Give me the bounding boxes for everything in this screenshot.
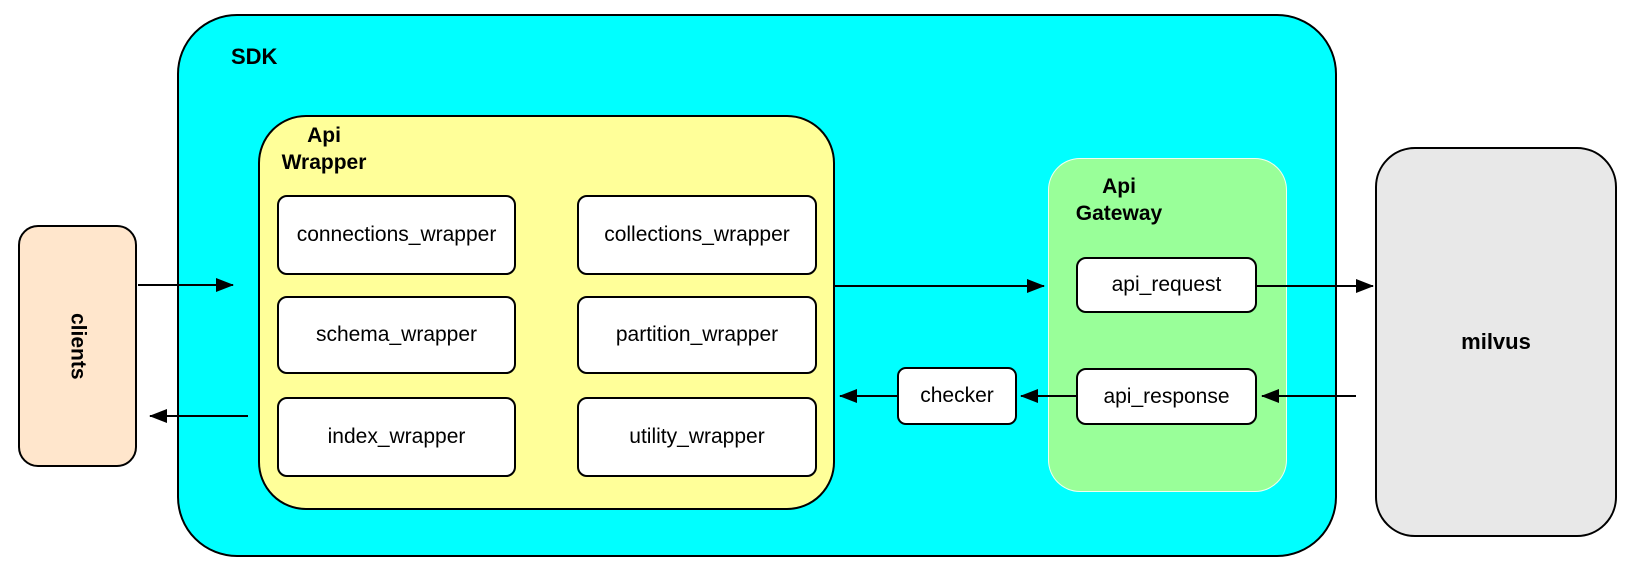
node-checker-label: checker [920,384,994,407]
node-milvus-label: milvus [1461,329,1531,354]
api-gateway-label-line1: Api [1102,175,1136,198]
sdk-label: SDK [231,44,278,69]
node-schema-wrapper: schema_wrapper [277,296,516,374]
node-utility-wrapper: utility_wrapper [577,397,817,477]
node-api-response: api_response [1076,368,1257,425]
node-utility-wrapper-label: utility_wrapper [629,425,765,448]
node-collections-wrapper-label: collections_wrapper [604,223,790,246]
node-api-response-label: api_response [1103,384,1230,408]
node-connections-wrapper: connections_wrapper [277,195,516,275]
api-wrapper-label-line2: Wrapper [281,151,367,174]
node-checker: checker [897,367,1017,425]
node-clients: clients [18,225,137,467]
node-connections-wrapper-label: connections_wrapper [296,223,497,246]
node-clients-label: clients [66,312,90,380]
node-milvus: milvus [1375,147,1617,537]
api-gateway-label: Api Gateway [1061,173,1177,227]
node-schema-wrapper-label: schema_wrapper [315,323,478,346]
api-wrapper-label: Api Wrapper [268,122,380,176]
node-api-request: api_request [1076,257,1257,313]
node-partition-wrapper: partition_wrapper [577,296,817,374]
node-api-request-label: api_request [1111,273,1222,296]
api-gateway-label-line2: Gateway [1075,202,1163,225]
node-partition-wrapper-label: partition_wrapper [615,323,779,346]
node-collections-wrapper: collections_wrapper [577,195,817,275]
api-wrapper-label-line1: Api [307,124,341,147]
node-index-wrapper: index_wrapper [277,397,516,477]
api-gateway-container: Api Gateway [1048,158,1287,492]
node-index-wrapper-label: index_wrapper [327,425,466,448]
